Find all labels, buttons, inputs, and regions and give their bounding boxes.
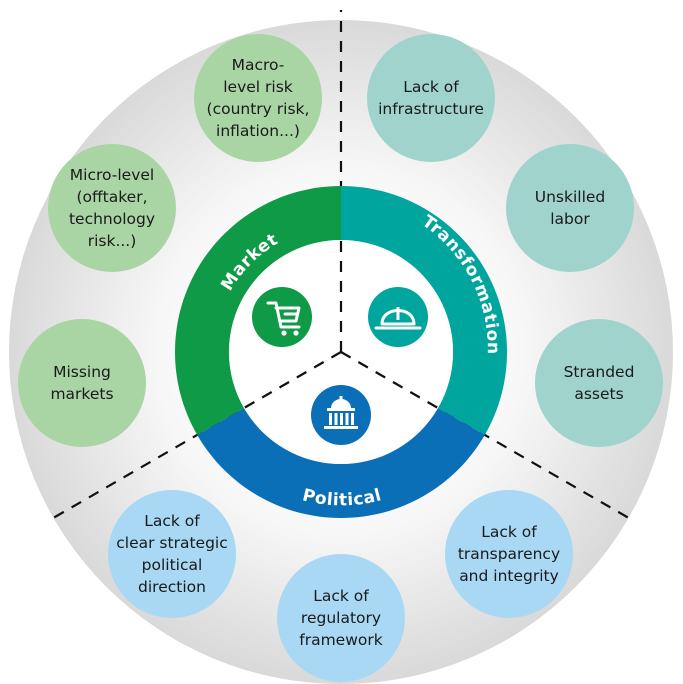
bubble-text-line: Missing xyxy=(53,363,111,381)
bubble-circle xyxy=(48,144,176,272)
transformation-risk-bubble: Lack of infrastructure xyxy=(367,34,495,162)
hard-hat-icon xyxy=(368,287,428,347)
transformation-risk-bubble: Unskilled labor xyxy=(506,144,634,272)
market-risk-bubble: Missing markets xyxy=(18,319,146,447)
bubble-text-line: Unskilled xyxy=(535,188,606,206)
capitol-building-icon xyxy=(311,385,371,445)
shopping-cart-icon xyxy=(252,287,312,347)
bubble-circle xyxy=(367,34,495,162)
bubble-text-line: level risk xyxy=(223,78,293,96)
category-ring xyxy=(174,186,507,518)
bubble-text-line: Macro- xyxy=(232,56,285,74)
bubble-circle xyxy=(506,144,634,272)
bubble-text-line: Lack of xyxy=(144,512,200,530)
bubble-text-line: regulatory xyxy=(301,609,381,627)
risk-bubbles: Macro-level risk (country risk, inflation.… xyxy=(18,34,663,682)
bubble-text-line: clear strategic xyxy=(116,534,227,552)
bubble-text-line: labor xyxy=(550,210,590,228)
bubble-text-line: assets xyxy=(574,385,623,403)
bubble-circle xyxy=(18,319,146,447)
divider-right xyxy=(340,351,635,522)
bubble-text-line: transparency xyxy=(458,545,560,563)
bubble-text-line: (country risk, xyxy=(207,100,310,118)
bubble-text-line: and integrity xyxy=(459,567,559,585)
bubble-text-line: political xyxy=(142,556,203,574)
bubble-circle xyxy=(277,554,405,682)
political-sector xyxy=(197,408,485,518)
market-sector xyxy=(174,186,341,435)
divider-left xyxy=(47,351,342,522)
bubble-text-line: Stranded xyxy=(564,363,635,381)
bubble-text-line: direction xyxy=(138,578,206,596)
bubble-text-line: Lack of xyxy=(481,523,537,541)
bubble-text-line: Lack of xyxy=(313,587,369,605)
bubble-circle xyxy=(108,490,236,618)
bubble-text-line: Micro-level xyxy=(70,166,154,184)
bubble-text-line: technology xyxy=(69,210,155,228)
bubble-text-line: inflation...) xyxy=(216,122,300,140)
sector-dividers xyxy=(47,10,635,522)
transformation-risk-bubble: Stranded assets xyxy=(535,319,663,447)
bubble-text-line: (offtaker, xyxy=(76,188,147,206)
bubble-text-line: framework xyxy=(299,631,382,649)
bubble-text-line: risk...) xyxy=(88,232,137,250)
bubble-circle xyxy=(535,319,663,447)
political-risk-bubble: Lack of clear strategic political direction xyxy=(108,490,236,618)
market-risk-bubble: Macro-level risk (country risk, inflation.… xyxy=(194,34,322,162)
political-risk-bubble: Lack of transparency and integrity xyxy=(445,490,573,618)
political-risk-bubble: Lack of regulatory framework xyxy=(277,554,405,682)
bubble-circle xyxy=(194,34,322,162)
bubble-circle xyxy=(445,490,573,618)
bubble-text-line: Lack of xyxy=(403,78,459,96)
market-risk-bubble: Micro-level (offtaker, technology risk...) xyxy=(48,144,176,272)
bubble-text-line: markets xyxy=(50,385,113,403)
transformation-sector xyxy=(341,186,507,435)
bubble-text-line: infrastructure xyxy=(378,100,484,118)
